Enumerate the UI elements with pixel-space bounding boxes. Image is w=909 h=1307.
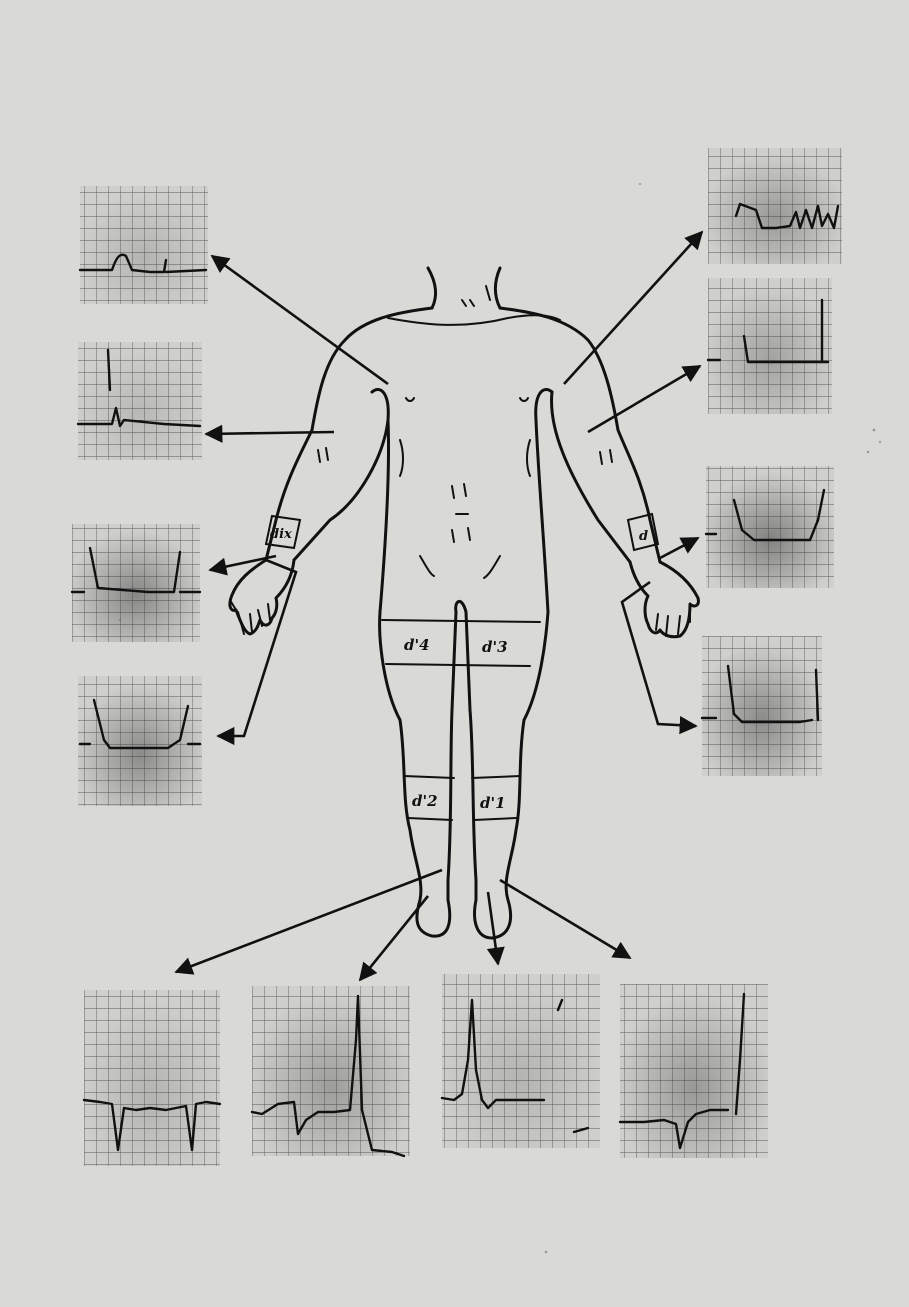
ecg-strip-upper-left-shoulder — [80, 186, 208, 304]
ecg-strip-right-hand-upper — [706, 466, 834, 588]
band-label-left-calf: d'1 — [480, 794, 506, 812]
band-label-right-thigh: d'4 — [404, 636, 430, 654]
ecg-strip-bottom-3 — [442, 974, 600, 1148]
ecg-strip-upper-right-arm — [708, 278, 832, 414]
band-label-right-wrist: d — [639, 529, 648, 544]
ecg-strip-upper-left-arm — [78, 342, 202, 460]
band-label-right-calf: d'2 — [412, 792, 438, 810]
band-label-left-wrist: dix — [270, 527, 292, 542]
ecg-strip-right-hand-lower — [702, 636, 822, 776]
ecg-strip-left-hand-lower — [78, 676, 202, 806]
ecg-strip-bottom-4 — [620, 984, 768, 1158]
band-label-left-thigh: d'3 — [482, 638, 508, 656]
ecg-strip-upper-right-shoulder — [708, 148, 842, 264]
ecg-strip-bottom-1 — [84, 990, 220, 1166]
ecg-strip-left-hand-upper — [72, 524, 200, 642]
ecg-strip-bottom-2 — [252, 986, 410, 1156]
